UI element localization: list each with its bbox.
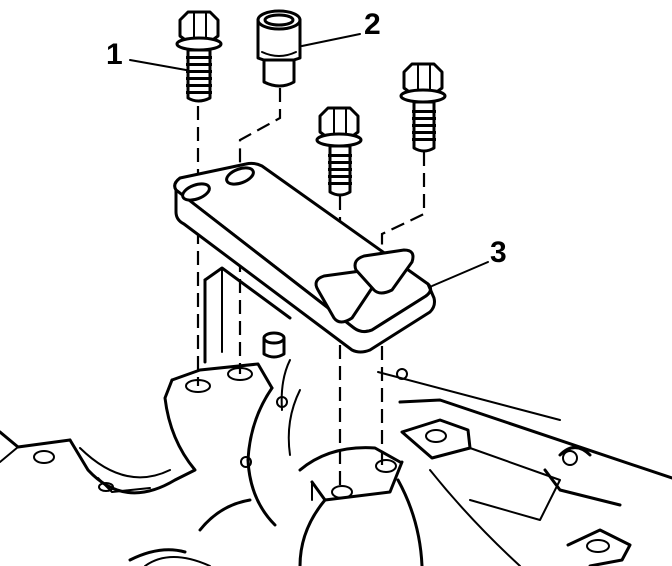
callout-label-3: 3 — [490, 236, 507, 269]
callout-2: 2 — [301, 8, 381, 47]
bolt-icon — [399, 62, 447, 153]
callout-label-2: 2 — [364, 8, 381, 41]
engine-block — [0, 266, 672, 566]
bolt-icon — [175, 10, 223, 103]
callout-label-1: 1 — [106, 38, 123, 71]
bolt-icon — [315, 106, 363, 197]
dowel-sleeve-icon — [256, 9, 302, 88]
bearing-cap-plate-icon — [173, 161, 436, 354]
callout-3: 3 — [431, 236, 507, 287]
callout-1: 1 — [106, 38, 187, 71]
